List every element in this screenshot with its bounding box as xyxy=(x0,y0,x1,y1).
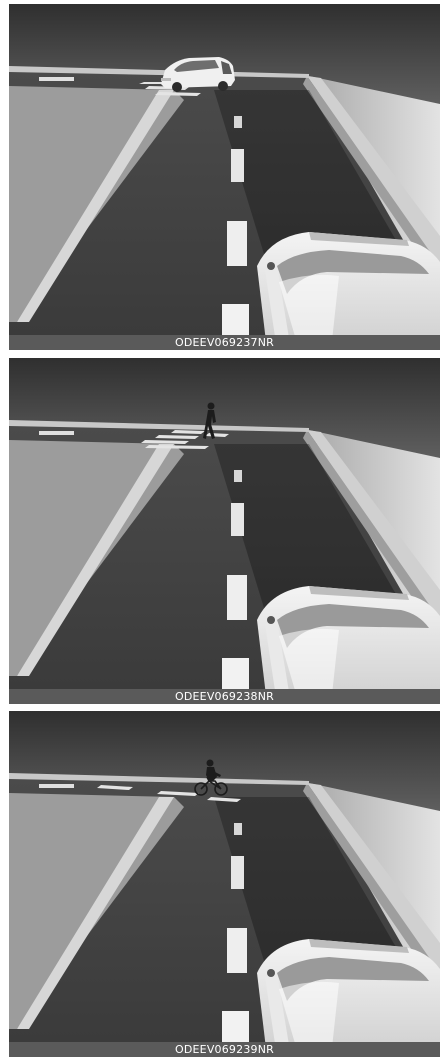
figure-panel-pedestrian: ODEEV069238NR xyxy=(9,358,440,704)
figure-panel-cyclist: ODEEV069239NR xyxy=(9,711,440,1057)
figure-panel-car: ODEEV069237NR xyxy=(9,4,440,350)
figure-code-label: ODEEV069238NR xyxy=(9,690,440,703)
road-scene-illustration xyxy=(9,4,440,350)
caption-bar: ODEEV069237NR xyxy=(9,335,440,350)
figure-code-label: ODEEV069239NR xyxy=(9,1043,440,1056)
caption-bar: ODEEV069238NR xyxy=(9,689,440,704)
road-scene-illustration xyxy=(9,358,440,704)
road-scene-illustration xyxy=(9,711,440,1057)
caption-bar: ODEEV069239NR xyxy=(9,1042,440,1057)
figure-code-label: ODEEV069237NR xyxy=(9,336,440,349)
